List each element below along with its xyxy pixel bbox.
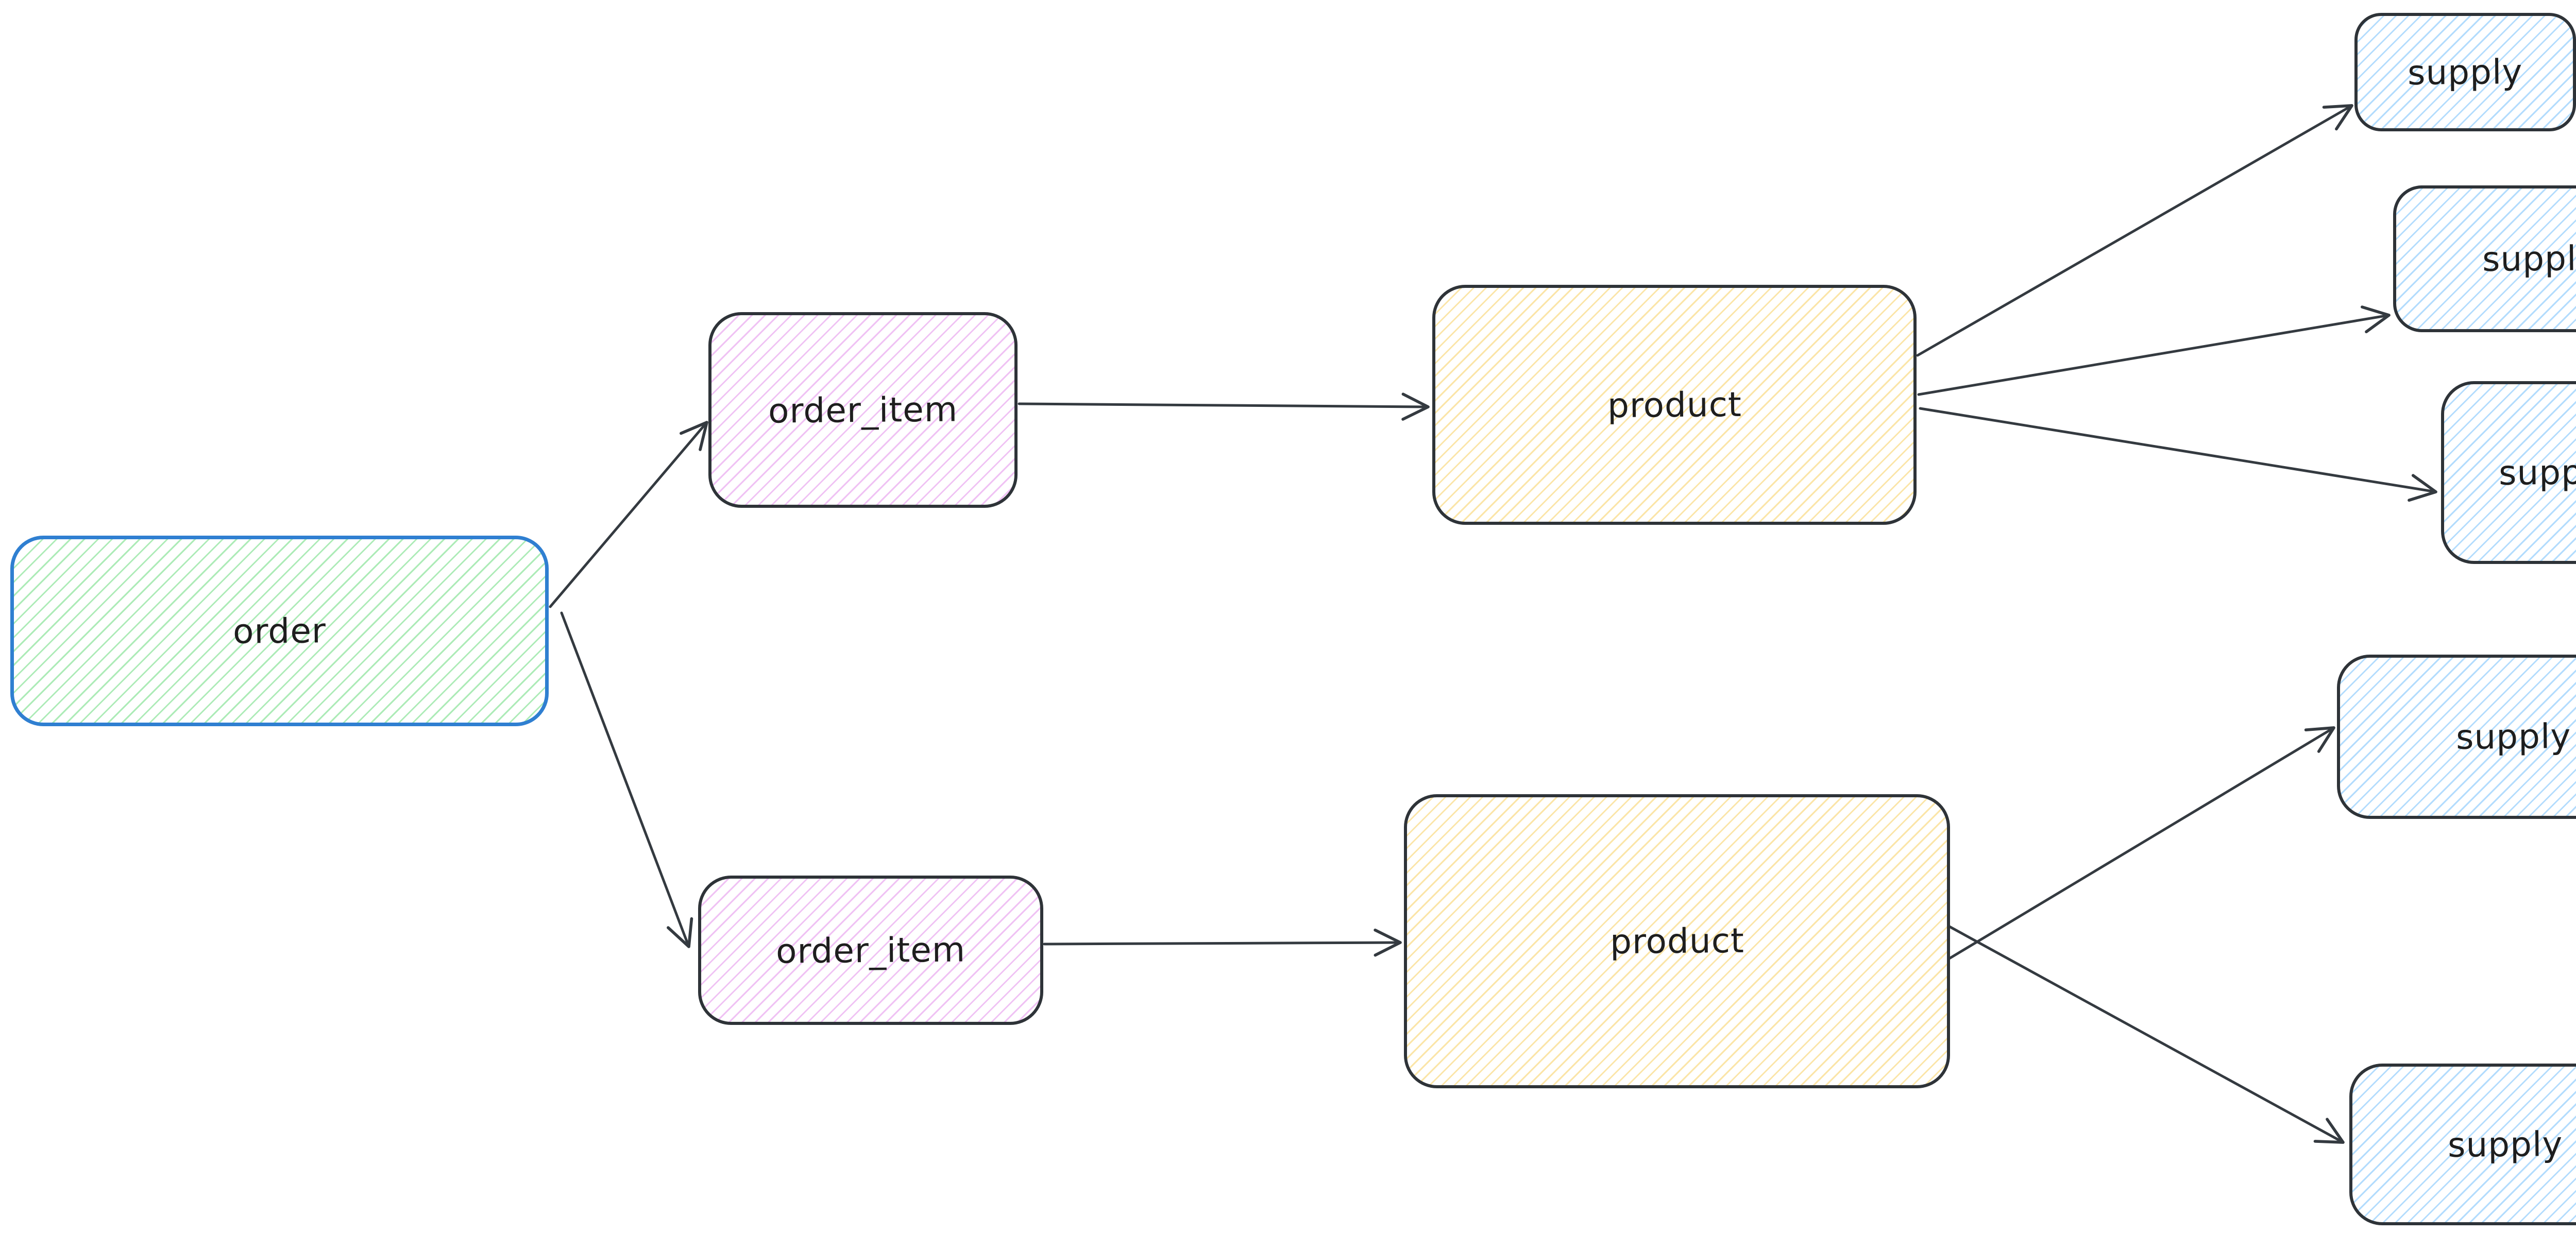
- node-supply-5-label: supply: [2447, 1124, 2563, 1165]
- edge-product-bottom-to-supply-5: [1947, 924, 2345, 1144]
- node-supply-3: supply: [2441, 381, 2576, 564]
- edge-order-to-order-item-top: [549, 421, 708, 608]
- edge-product-top-to-supply-2: [1917, 305, 2391, 396]
- edge-product-top-to-supply-3: [1919, 407, 2437, 502]
- edge-order-to-order-item-bottom: [560, 611, 693, 948]
- node-order-item-bottom-label: order_item: [775, 929, 966, 971]
- node-supply-2-label: supply: [2482, 238, 2576, 279]
- node-product-bottom-label: product: [1609, 920, 1744, 962]
- node-order-item-top-label: order_item: [768, 389, 958, 431]
- node-product-bottom: product: [1404, 794, 1950, 1088]
- node-product-top-label: product: [1607, 384, 1742, 425]
- node-order-label: order: [232, 610, 327, 652]
- node-supply-5: supply: [2349, 1064, 2576, 1225]
- edge-product-bottom-to-supply-4: [1947, 726, 2335, 961]
- node-supply-1: supply: [2354, 13, 2576, 131]
- node-supply-1-label: supply: [2407, 52, 2523, 93]
- node-order: order: [10, 536, 549, 726]
- edge-product-top-to-supply-1: [1916, 104, 2353, 357]
- node-product-top: product: [1432, 285, 1917, 525]
- edge-order-item-bottom-to-product-bottom: [1043, 928, 1402, 957]
- node-supply-2: supply: [2393, 185, 2576, 332]
- node-supply-4: supply: [2337, 655, 2576, 819]
- node-order-item-bottom: order_item: [698, 876, 1043, 1025]
- edge-order-item-top-to-product-top: [1018, 392, 1430, 421]
- node-order-item-top: order_item: [708, 312, 1018, 508]
- node-supply-4-label: supply: [2455, 716, 2571, 757]
- node-supply-3-label: supply: [2498, 452, 2576, 493]
